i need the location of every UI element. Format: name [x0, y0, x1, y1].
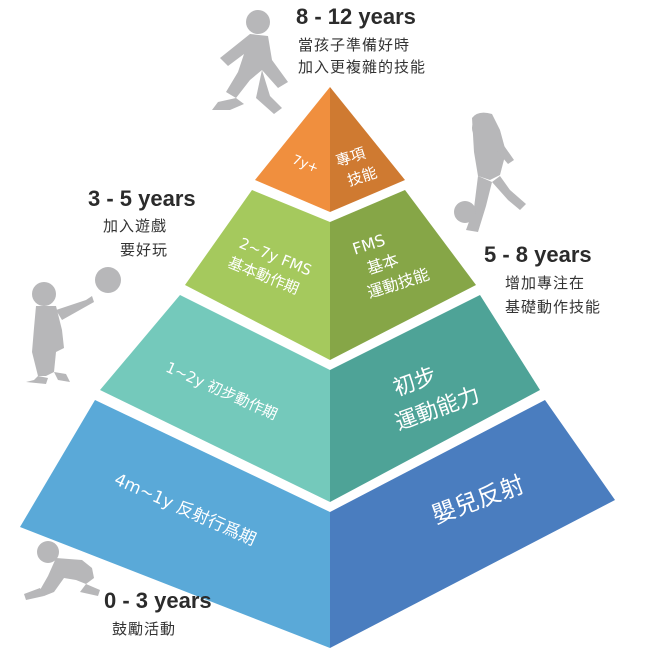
tier-3: 1~2y 初步動作期 初步 運動能力: [100, 295, 540, 502]
age-desc-8-12-line1: 當孩子準備好時: [298, 36, 410, 54]
tier-1-right-face: [330, 87, 405, 212]
age-label-left: 3 - 5 years 加入遊戲 要好玩: [88, 186, 196, 259]
tier-1: 7y+ 專項 技能: [255, 87, 405, 212]
crawling-baby-silhouette-icon: [24, 541, 100, 600]
age-range-0-3: 0 - 3 years: [104, 588, 212, 613]
running-child-silhouette-icon: [212, 10, 288, 114]
age-label-bottom: 0 - 3 years 鼓勵活動: [104, 588, 212, 638]
tier-4-left-face: [20, 400, 330, 648]
age-desc-0-3-line1: 鼓勵活動: [112, 620, 176, 638]
tier-1-left-face: [255, 87, 330, 212]
age-desc-3-5-line1: 加入遊戲: [103, 217, 167, 235]
age-desc-5-8-line2: 基礎動作技能: [505, 298, 601, 316]
tier-3-left-face: [100, 295, 330, 502]
throwing-child-silhouette-icon: [26, 267, 121, 384]
age-range-8-12: 8 - 12 years: [296, 4, 416, 29]
age-label-right: 5 - 8 years 增加專注在 基礎動作技能: [484, 242, 601, 316]
tier-3-right-face: [330, 295, 540, 502]
tier-2-left-face: [185, 190, 330, 360]
age-desc-5-8-line1: 增加專注在: [505, 274, 585, 292]
kicking-child-silhouette-icon: [454, 112, 526, 232]
age-desc-8-12-line2: 加入更複雜的技能: [298, 58, 426, 76]
age-range-5-8: 5 - 8 years: [484, 242, 592, 267]
age-desc-3-5-line2: 要好玩: [120, 241, 168, 259]
tier-4: 4m~1y 反射行爲期 嬰兒反射: [20, 400, 615, 648]
age-label-top: 8 - 12 years 當孩子準備好時 加入更複雜的技能: [296, 4, 426, 76]
tier-4-right-face: [330, 400, 615, 648]
tier-2: 2~7y FMS 基本動作期 FMS 基本 運動技能: [185, 190, 476, 360]
age-range-3-5: 3 - 5 years: [88, 186, 196, 211]
tier-2-right-face: [330, 190, 476, 360]
